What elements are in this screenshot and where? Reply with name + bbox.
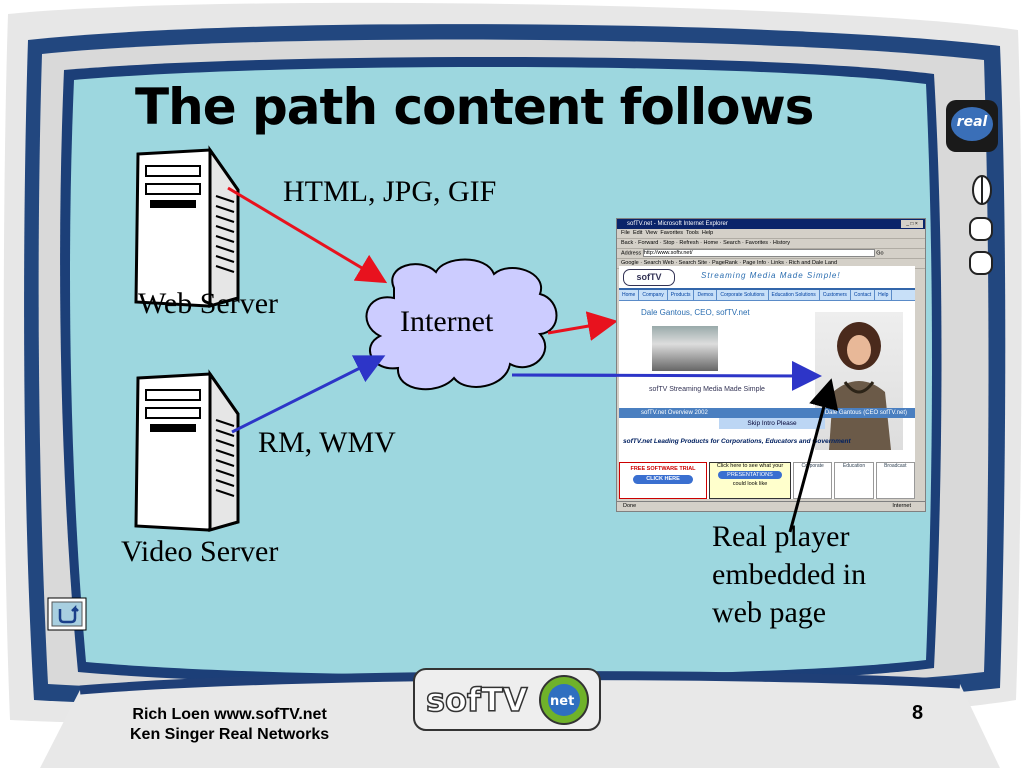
internet-cloud <box>365 258 558 391</box>
player-label-line3: web page <box>712 596 827 629</box>
browser-toolbar[interactable]: Back · Forward · Stop · Refresh · Home ·… <box>617 239 925 249</box>
nav-home[interactable]: Home <box>619 290 640 300</box>
net-badge-text: net <box>550 694 574 709</box>
browser-content: sofTV Streaming Media Made Simple! Home … <box>619 266 915 499</box>
internet-label: Internet <box>400 305 494 338</box>
nav-contact[interactable]: Contact <box>851 290 876 300</box>
products-heading: sofTV.net Leading Products for Corporati… <box>623 438 851 445</box>
menu-edit[interactable]: Edit <box>632 230 643 236</box>
go-button[interactable]: Go <box>876 250 884 257</box>
skip-intro-button[interactable]: Skip Intro Please <box>719 418 825 429</box>
click-here-button[interactable]: CLICK HERE <box>633 475 693 484</box>
slide-title: The path content follows <box>135 78 814 136</box>
nav-company[interactable]: Company <box>639 290 668 300</box>
site-tagline: Streaming Media Made Simple! <box>701 271 841 280</box>
site-nav: Home Company Products Demos Corporate So… <box>619 290 915 301</box>
web-edge-label: HTML, JPG, GIF <box>283 175 497 208</box>
tile-education[interactable]: Education <box>834 462 874 499</box>
click-text: Click here to see what your <box>716 463 784 469</box>
browser-address-bar[interactable]: Address http://www.softv.net/ Go <box>617 249 925 259</box>
browser-title: sofTV.net - Microsoft Internet Explorer <box>627 221 728 227</box>
player-label: Real player embedded in web page <box>712 518 866 632</box>
video-to-internet-arrow <box>231 355 386 434</box>
page-number: 8 <box>912 702 924 724</box>
address-label: Address <box>621 250 642 257</box>
tile-corporate[interactable]: Corporate <box>793 462 833 499</box>
web-server-label: Web Server <box>138 287 279 320</box>
player-label-line2: embedded in <box>712 558 867 591</box>
nav-customers[interactable]: Customers <box>820 290 851 300</box>
player-left-text: sofTV.net Overview 2002 <box>641 410 708 416</box>
browser-menubar: File Edit View Favorites Tools Help <box>617 229 925 239</box>
footer-line1: Rich Loen www.sofTV.net <box>132 706 327 723</box>
footer-credits: Rich Loen www.sofTV.net Ken Singer Real … <box>130 705 329 745</box>
browser-screenshot: sofTV.net - Microsoft Internet Explorer … <box>616 218 926 512</box>
player-bar: sofTV.net Overview 2002 Dale Gantous (CE… <box>619 408 915 418</box>
nav-education[interactable]: Education Solutions <box>769 290 820 300</box>
site-logo[interactable]: sofTV <box>623 269 675 286</box>
nav-help[interactable]: Help <box>875 290 893 300</box>
menu-tools[interactable]: Tools <box>685 230 699 236</box>
menu-view[interactable]: View <box>645 230 658 236</box>
video-server-icon <box>134 369 240 532</box>
menu-help[interactable]: Help <box>701 230 714 236</box>
menu-file[interactable]: File <box>621 230 630 236</box>
real-logo[interactable]: real <box>956 114 988 130</box>
pointer-to-player-arrow <box>788 378 839 533</box>
trial-text: FREE SOFTWARE TRIAL <box>630 466 696 472</box>
address-input[interactable]: http://www.softv.net/ <box>642 249 875 257</box>
small-site-logo: sofTV Streaming Media Made Simple <box>649 386 765 393</box>
player-label-line1: Real player <box>712 520 850 553</box>
video-edge-label: RM, WMV <box>258 426 396 459</box>
softv-text: sofTV <box>426 681 528 719</box>
status-done: Done <box>623 503 637 509</box>
free-trial-banner[interactable]: FREE SOFTWARE TRIAL CLICK HERE <box>619 462 707 499</box>
stream-arrow-overlay <box>511 360 822 391</box>
footer-line2: Ken Singer Real Networks <box>130 726 330 743</box>
tile-broadcast[interactable]: Broadcast <box>875 462 915 499</box>
presentations-banner[interactable]: Click here to see what your PRESENTATION… <box>709 462 791 499</box>
nav-demos[interactable]: Demos <box>694 290 718 300</box>
status-zone: Internet <box>892 503 911 509</box>
menu-favorites[interactable]: Favorites <box>660 230 683 236</box>
nav-products[interactable]: Products <box>668 290 695 300</box>
player-right-text: Dale Gantous (CEO sofTV.net) <box>824 410 907 416</box>
browser-statusbar: Done Internet <box>617 501 925 511</box>
video-server-label: Video Server <box>121 535 279 568</box>
window-controls-icon[interactable]: _ □ × <box>901 220 923 228</box>
bw-photo <box>652 326 718 371</box>
browser-titlebar: sofTV.net - Microsoft Internet Explorer … <box>617 219 925 229</box>
presentations-button[interactable]: PRESENTATIONS <box>718 471 782 479</box>
nav-corporate[interactable]: Corporate Solutions <box>717 290 769 300</box>
internet-to-browser-arrow <box>547 311 618 341</box>
web-to-internet-arrow <box>227 186 388 284</box>
promo-banners: FREE SOFTWARE TRIAL CLICK HERE Click her… <box>619 462 915 499</box>
could-look-text: could look like <box>732 481 768 487</box>
site-header: sofTV Streaming Media Made Simple! <box>619 266 915 290</box>
ceo-caption: Dale Gantous, CEO, sofTV.net <box>641 308 750 317</box>
softv-logo[interactable]: sofTV net <box>412 667 602 732</box>
web-server-icon <box>134 145 240 308</box>
